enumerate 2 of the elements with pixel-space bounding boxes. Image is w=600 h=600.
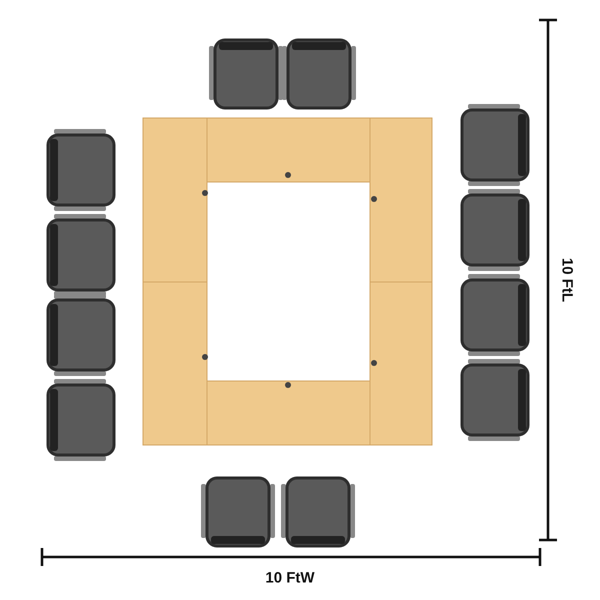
dimension-label: 10 FtW (265, 570, 315, 586)
dimension-label: 10 FtL (558, 258, 576, 302)
